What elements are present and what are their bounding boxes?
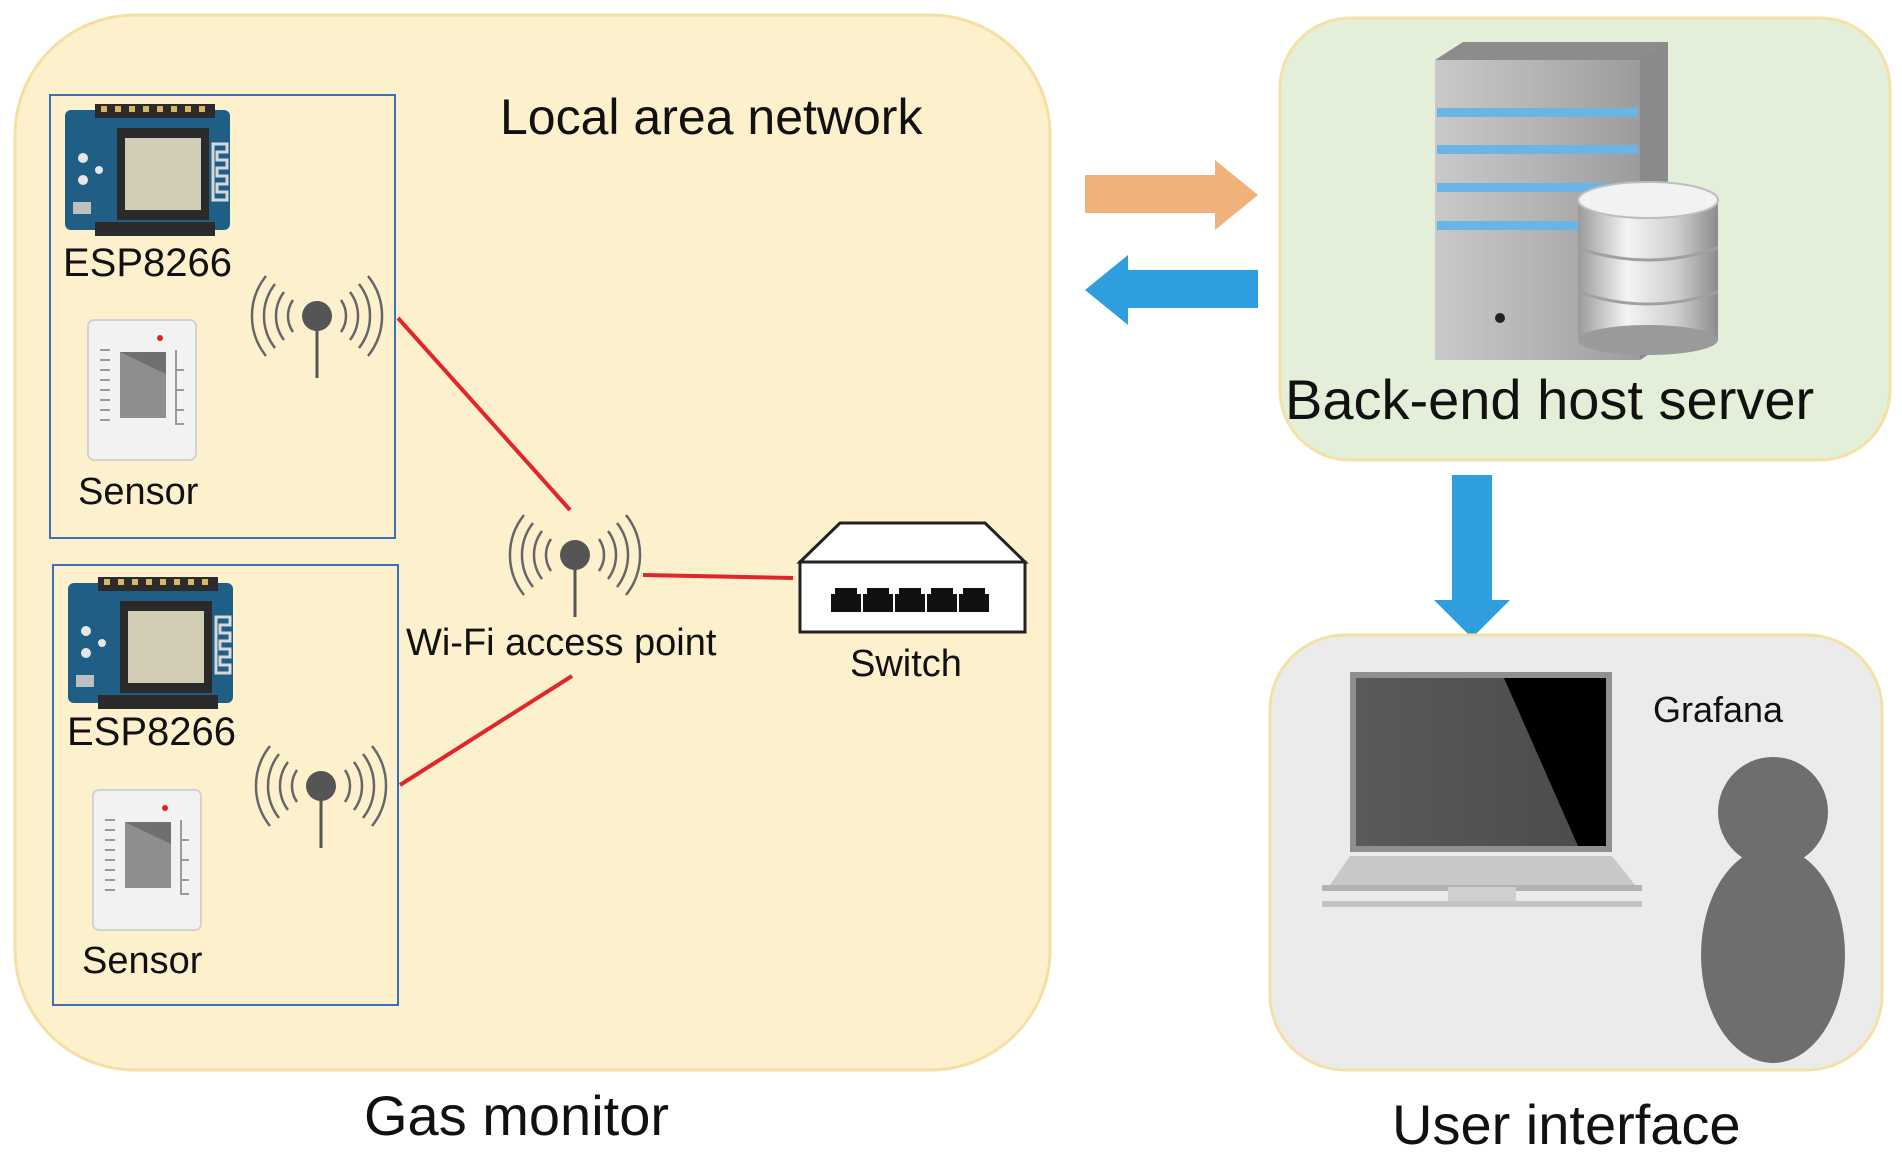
arrow-to-ui — [1434, 475, 1510, 638]
esp-top-label: ESP8266 — [63, 241, 233, 285]
switch-label: Switch — [850, 643, 962, 685]
network-switch-icon — [796, 521, 1029, 634]
node-box-bottom — [52, 564, 399, 1006]
grafana-label: Grafana — [1653, 689, 1784, 730]
database-icon — [1577, 181, 1719, 355]
esp8266-board-icon — [66, 575, 235, 711]
sensor-top-label: Sensor — [78, 471, 199, 513]
sensor-device-icon — [87, 319, 197, 461]
link-switch — [642, 573, 794, 580]
wifi-ap-label: Wi-Fi access point — [406, 622, 717, 664]
node-box-top — [49, 94, 396, 539]
link-bottom-node — [398, 674, 574, 787]
sensor-device-icon — [92, 789, 202, 931]
user-silhouette-icon — [1701, 757, 1845, 1063]
esp-bottom-label: ESP8266 — [67, 710, 237, 754]
lan-title: Local area network — [500, 89, 923, 145]
arrow-to-lan — [1085, 255, 1258, 325]
gas-monitor-caption: Gas monitor — [364, 1084, 669, 1147]
esp8266-board-icon — [63, 102, 232, 238]
arrow-to-server — [1085, 160, 1258, 230]
sensor-bottom-label: Sensor — [82, 940, 203, 982]
server-label: Back-end host server — [1285, 368, 1815, 431]
user-interface-caption: User interface — [1392, 1093, 1741, 1156]
link-top-node — [396, 316, 572, 512]
laptop-icon — [1322, 672, 1642, 907]
lan-panel — [13, 13, 1052, 1072]
